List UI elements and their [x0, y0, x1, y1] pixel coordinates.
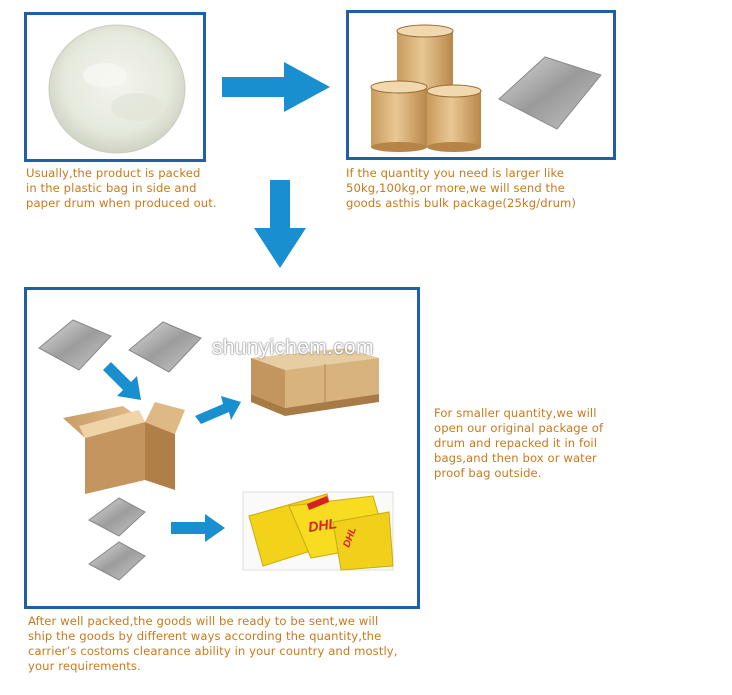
watermark-text: shunyichem.com [212, 336, 374, 359]
foil-bag-2 [128, 321, 202, 373]
arrow-right-top-icon [222, 62, 330, 112]
dhl-envelopes: DHL DHL [242, 491, 394, 571]
powder-image-frame [24, 12, 206, 162]
open-carton-box [63, 402, 185, 494]
arrow-diagonal-icon [103, 362, 141, 400]
foil-bag-4 [88, 541, 146, 581]
pallet-boxes [251, 348, 379, 416]
foil-bag-1 [38, 319, 112, 371]
dhl-text: DHL [307, 515, 338, 535]
arrow-up-right-icon [195, 396, 241, 424]
foil-bag-3 [88, 497, 146, 537]
powder-dish-illustration [48, 24, 186, 154]
arrow-down-icon [254, 180, 306, 268]
bulk-caption: If the quantity you need is larger like … [346, 166, 577, 210]
arrow-right-bottom-icon [171, 514, 225, 542]
smaller-quantity-caption: For smaller quantity,we will open our or… [434, 406, 604, 480]
bulk-package-image-frame [346, 10, 616, 160]
repacking-image-frame: DHL DHL [24, 287, 420, 609]
shipping-caption: After well packed,the goods will be read… [28, 614, 398, 673]
repacking-illustration: DHL DHL [38, 319, 394, 581]
drums-and-foil-bag-illustration [370, 24, 602, 152]
powder-caption: Usually,the product is packed in the pla… [26, 166, 217, 210]
